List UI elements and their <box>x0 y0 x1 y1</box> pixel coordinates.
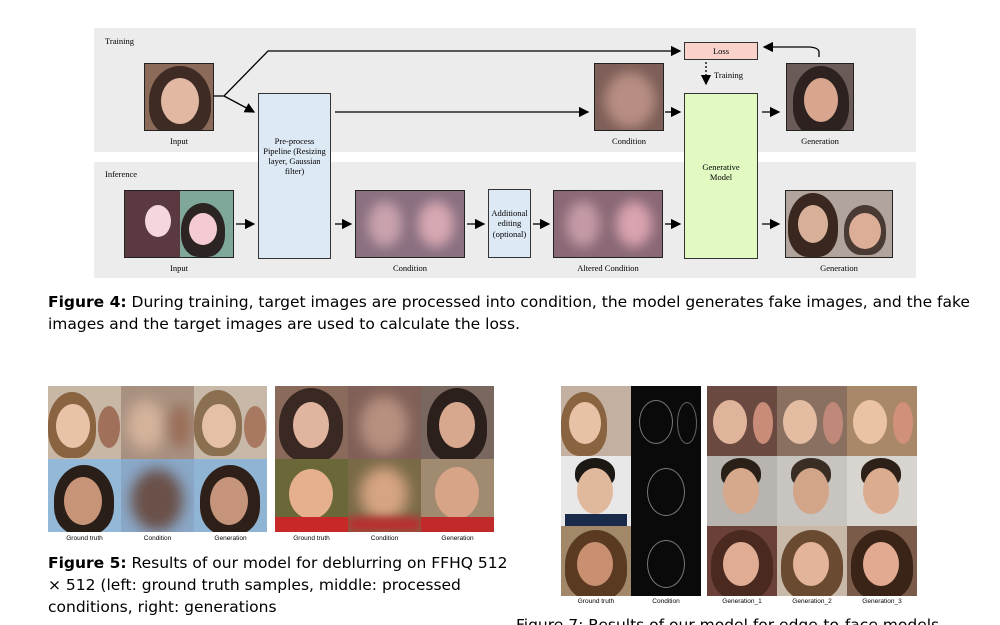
figure-4-caption: Figure 4: During training, target images… <box>48 291 978 335</box>
fig5-right-gen-bottom <box>421 459 494 532</box>
edge-gen2-row1 <box>777 386 847 456</box>
fig5-left-gt-bottom <box>48 459 121 532</box>
edge-gen3-row1 <box>847 386 917 456</box>
edge-gen1-row2 <box>707 456 777 526</box>
fig5-left-caption-gt: Ground truth <box>48 535 121 542</box>
fig5-left-gt-top <box>48 386 121 459</box>
fig5-left-caption-gen: Generation <box>194 535 267 542</box>
figure-4-caption-text: During training, target images are proce… <box>48 293 970 333</box>
fig5-left-gen-bottom <box>194 459 267 532</box>
fig5-right-caption-gen: Generation <box>421 535 494 542</box>
inference-condition-image <box>355 190 465 258</box>
inference-generation-image <box>785 190 893 258</box>
edge-cond-row3 <box>631 526 701 596</box>
additional-editing-box: Additional editing (optional) <box>488 189 531 258</box>
training-input-caption: Input <box>144 136 214 146</box>
edge-cond-row2 <box>631 456 701 526</box>
preprocess-pipeline-label: Pre-process Pipeline (Resizing layer, Ga… <box>263 136 326 177</box>
edge-caption-gen1: Generation_1 <box>707 598 777 605</box>
generative-model-label: Generative Model <box>691 162 751 182</box>
edge-caption-gen2: Generation_2 <box>777 598 847 605</box>
edge-gen1-row3 <box>707 526 777 596</box>
fig5-right-gen-top <box>421 386 494 459</box>
edge-gen3-row2 <box>847 456 917 526</box>
training-arrow-label: Training <box>714 70 743 80</box>
training-generation-caption: Generation <box>786 136 854 146</box>
fig5-left-caption-cond: Condition <box>121 535 194 542</box>
training-condition-image <box>594 63 664 131</box>
figure-5-caption-label: Figure 5: <box>48 554 127 572</box>
edge-gt-row2 <box>561 456 631 526</box>
training-input-image <box>144 63 214 131</box>
fig5-right-cond-top <box>348 386 421 459</box>
edge-gen3-row3 <box>847 526 917 596</box>
fig5-left-cond-top <box>121 386 194 459</box>
fig5-right-cond-bottom <box>348 459 421 532</box>
fig5-right-gt-bottom <box>275 459 348 532</box>
inference-input-caption: Input <box>124 263 234 273</box>
preprocess-pipeline-box: Pre-process Pipeline (Resizing layer, Ga… <box>258 93 331 259</box>
figure-7-caption-partial: Figure 7: Results of our model for edge-… <box>516 614 986 625</box>
fig5-right-caption-gt: Ground truth <box>275 535 348 542</box>
inference-generation-caption: Generation <box>785 263 893 273</box>
inference-altered-condition-caption: Altered Condition <box>553 263 663 273</box>
fig5-right-gt-top <box>275 386 348 459</box>
inference-condition-caption: Condition <box>355 263 465 273</box>
edge-cond-row1 <box>631 386 701 456</box>
figure-4-caption-label: Figure 4: <box>48 293 127 311</box>
edge-caption-gt: Ground truth <box>561 598 631 605</box>
edge-gt-row3 <box>561 526 631 596</box>
inference-input-image <box>124 190 234 258</box>
fig5-left-cond-bottom <box>121 459 194 532</box>
edge-gen2-row2 <box>777 456 847 526</box>
training-condition-caption: Condition <box>594 136 664 146</box>
edge-gen1-row1 <box>707 386 777 456</box>
training-generation-image <box>786 63 854 131</box>
inference-altered-condition-image <box>553 190 663 258</box>
generative-model-box: Generative Model <box>684 93 758 259</box>
additional-editing-label: Additional editing (optional) <box>491 208 528 239</box>
fig5-right-caption-cond: Condition <box>348 535 421 542</box>
edge-gt-row1 <box>561 386 631 456</box>
edge-caption-cond: Condition <box>631 598 701 605</box>
loss-box: Loss <box>684 42 758 60</box>
fig5-left-gen-top <box>194 386 267 459</box>
edge-caption-gen3: Generation_3 <box>847 598 917 605</box>
figure-5-caption: Figure 5: Results of our model for deblu… <box>48 552 508 618</box>
edge-gen2-row3 <box>777 526 847 596</box>
